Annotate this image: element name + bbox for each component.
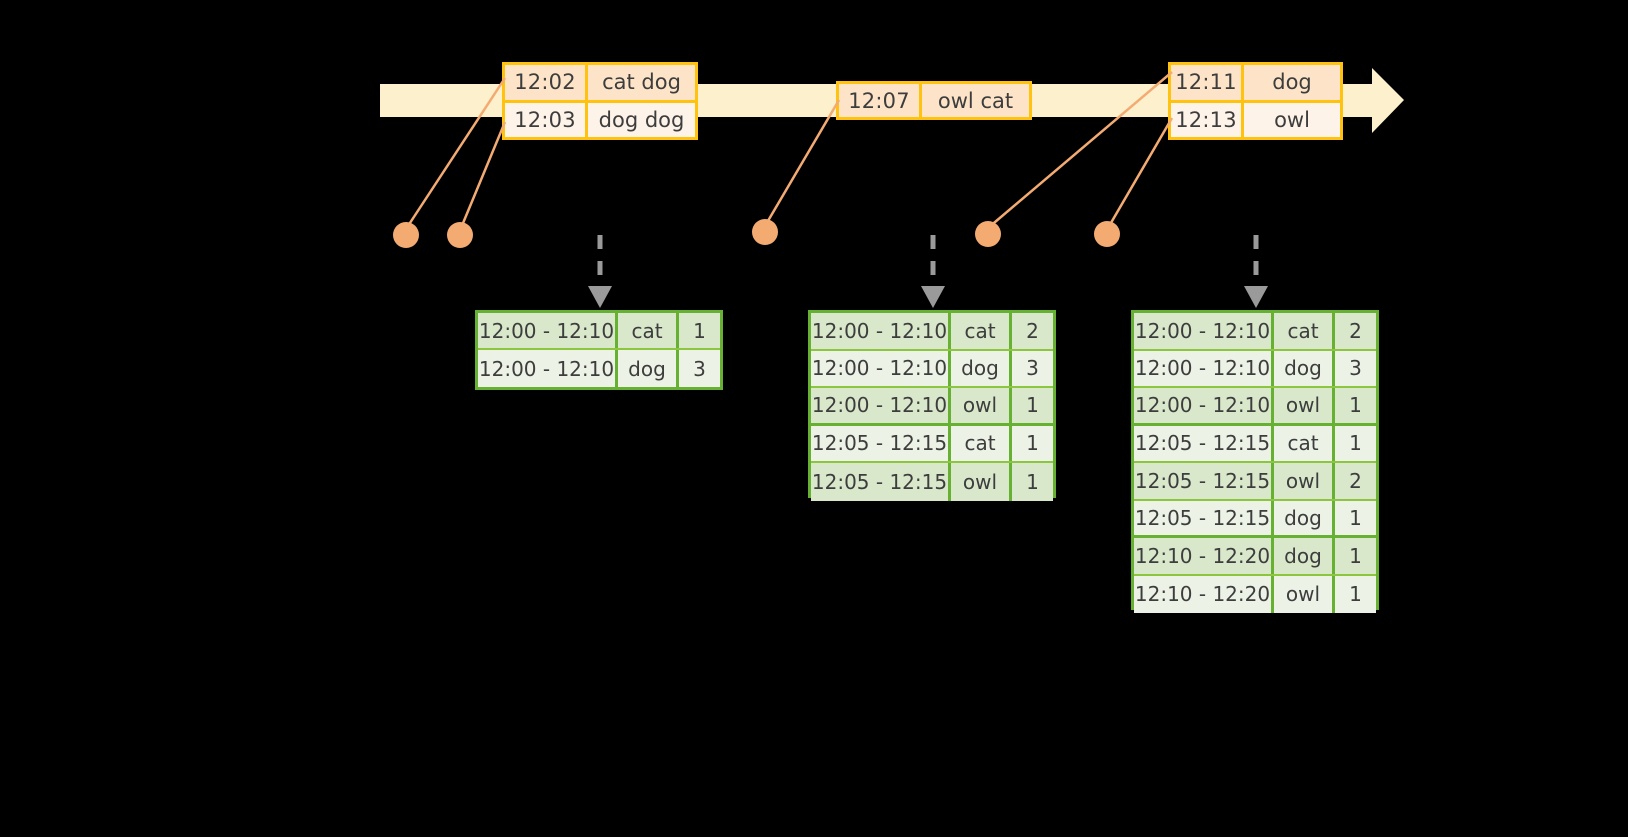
connector-dot [1094, 221, 1120, 247]
event-words: owl [1244, 102, 1340, 137]
event-row[interactable]: 12:03 dog dog [505, 99, 695, 137]
result-window: 12:05 - 12:15 [1134, 463, 1274, 499]
table-row[interactable]: 12:00 - 12:10 cat 2 [1134, 313, 1376, 351]
event-time: 12:07 [839, 84, 922, 117]
result-count: 3 [693, 356, 706, 381]
result-word: owl [1274, 388, 1335, 423]
table-row[interactable]: 12:00 - 12:10 owl 1 [811, 388, 1053, 426]
event-words: dog [1244, 65, 1340, 100]
result-word: dog [618, 350, 679, 387]
result-count: 1 [693, 318, 706, 343]
result-window: 12:00 - 12:10 [811, 388, 951, 423]
result-count: 1 [1349, 431, 1362, 456]
table-row[interactable]: 12:00 - 12:10 cat 1 [478, 313, 720, 350]
result-table-2[interactable]: 12:00 - 12:10 cat 2 12:00 - 12:10 dog 3 … [808, 310, 1056, 501]
connector-line [763, 99, 841, 227]
result-word: owl [951, 388, 1012, 423]
table-row[interactable]: 12:00 - 12:10 dog 3 [811, 350, 1053, 388]
event-time: 12:03 [505, 102, 588, 137]
result-word: dog [1274, 500, 1335, 535]
dashed-arrow-head [588, 286, 612, 308]
event-box-group-2[interactable]: 12:07 owl cat [836, 81, 1032, 120]
result-window: 12:00 - 12:10 [811, 350, 951, 386]
table-row[interactable]: 12:05 - 12:15 owl 2 [1134, 463, 1376, 501]
result-count: 1 [1349, 505, 1362, 530]
result-window: 12:00 - 12:10 [1134, 350, 1274, 386]
result-window: 12:05 - 12:15 [811, 463, 951, 501]
event-box-group-1[interactable]: 12:02 cat dog 12:03 dog dog [502, 62, 698, 140]
result-count: 2 [1349, 318, 1362, 343]
result-count: 1 [1349, 393, 1362, 418]
result-word: dog [1274, 538, 1335, 574]
result-word: owl [1274, 575, 1335, 613]
result-count: 1 [1026, 393, 1039, 418]
event-box-group-3[interactable]: 12:11 dog 12:13 owl [1168, 62, 1343, 140]
result-window: 12:00 - 12:10 [1134, 313, 1274, 349]
event-row[interactable]: 12:02 cat dog [505, 65, 695, 100]
result-window: 12:05 - 12:15 [811, 425, 951, 461]
connector-dot [447, 222, 473, 248]
event-row[interactable]: 12:13 owl [1171, 99, 1340, 137]
event-words: owl cat [922, 84, 1029, 117]
connector-dot [393, 222, 419, 248]
table-row[interactable]: 12:05 - 12:15 dog 1 [1134, 500, 1376, 538]
result-word: cat [951, 425, 1012, 461]
table-row[interactable]: 12:05 - 12:15 cat 1 [1134, 425, 1376, 463]
result-word: cat [1274, 425, 1335, 461]
result-window: 12:10 - 12:20 [1134, 575, 1274, 613]
table-row[interactable]: 12:00 - 12:10 dog 3 [478, 350, 720, 387]
result-count: 1 [1349, 543, 1362, 568]
table-row[interactable]: 12:00 - 12:10 cat 2 [811, 313, 1053, 351]
result-window: 12:10 - 12:20 [1134, 538, 1274, 574]
event-time: 12:13 [1171, 102, 1244, 137]
result-window: 12:05 - 12:15 [1134, 425, 1274, 461]
result-count: 1 [1026, 469, 1039, 494]
result-word: owl [1274, 463, 1335, 499]
result-count: 3 [1349, 356, 1362, 381]
table-row[interactable]: 12:10 - 12:20 owl 1 [1134, 575, 1376, 613]
event-time: 12:11 [1171, 65, 1244, 100]
result-window: 12:00 - 12:10 [1134, 388, 1274, 423]
event-row[interactable]: 12:11 dog [1171, 65, 1340, 100]
table-row[interactable]: 12:05 - 12:15 owl 1 [811, 463, 1053, 501]
result-count: 2 [1349, 468, 1362, 493]
dashed-arrow-head [1244, 286, 1268, 308]
result-window: 12:05 - 12:15 [1134, 500, 1274, 535]
table-row[interactable]: 12:00 - 12:10 owl 1 [1134, 388, 1376, 426]
result-count: 1 [1026, 431, 1039, 456]
event-row[interactable]: 12:07 owl cat [839, 84, 1029, 117]
result-window: 12:00 - 12:10 [478, 313, 618, 348]
table-row[interactable]: 12:05 - 12:15 cat 1 [811, 425, 1053, 463]
result-count: 2 [1026, 318, 1039, 343]
result-word: dog [951, 350, 1012, 386]
result-word: cat [1274, 313, 1335, 349]
result-count: 1 [1349, 582, 1362, 607]
connector-dot [752, 219, 778, 245]
connector-dot [975, 221, 1001, 247]
connector-line [1106, 117, 1174, 229]
table-row[interactable]: 12:10 - 12:20 dog 1 [1134, 538, 1376, 576]
result-word: dog [1274, 350, 1335, 386]
event-time: 12:02 [505, 65, 588, 100]
result-table-1[interactable]: 12:00 - 12:10 cat 1 12:00 - 12:10 dog 3 [475, 310, 723, 390]
event-words: dog dog [588, 102, 695, 137]
result-word: owl [951, 463, 1012, 501]
event-words: cat dog [588, 65, 695, 100]
result-window: 12:00 - 12:10 [811, 313, 951, 349]
connector-line [459, 121, 507, 229]
result-word: cat [951, 313, 1012, 349]
result-window: 12:00 - 12:10 [478, 350, 618, 387]
table-row[interactable]: 12:00 - 12:10 dog 3 [1134, 350, 1376, 388]
result-count: 3 [1026, 356, 1039, 381]
result-word: cat [618, 313, 679, 348]
dashed-arrow-head [921, 286, 945, 308]
result-table-3[interactable]: 12:00 - 12:10 cat 2 12:00 - 12:10 dog 3 … [1131, 310, 1379, 613]
